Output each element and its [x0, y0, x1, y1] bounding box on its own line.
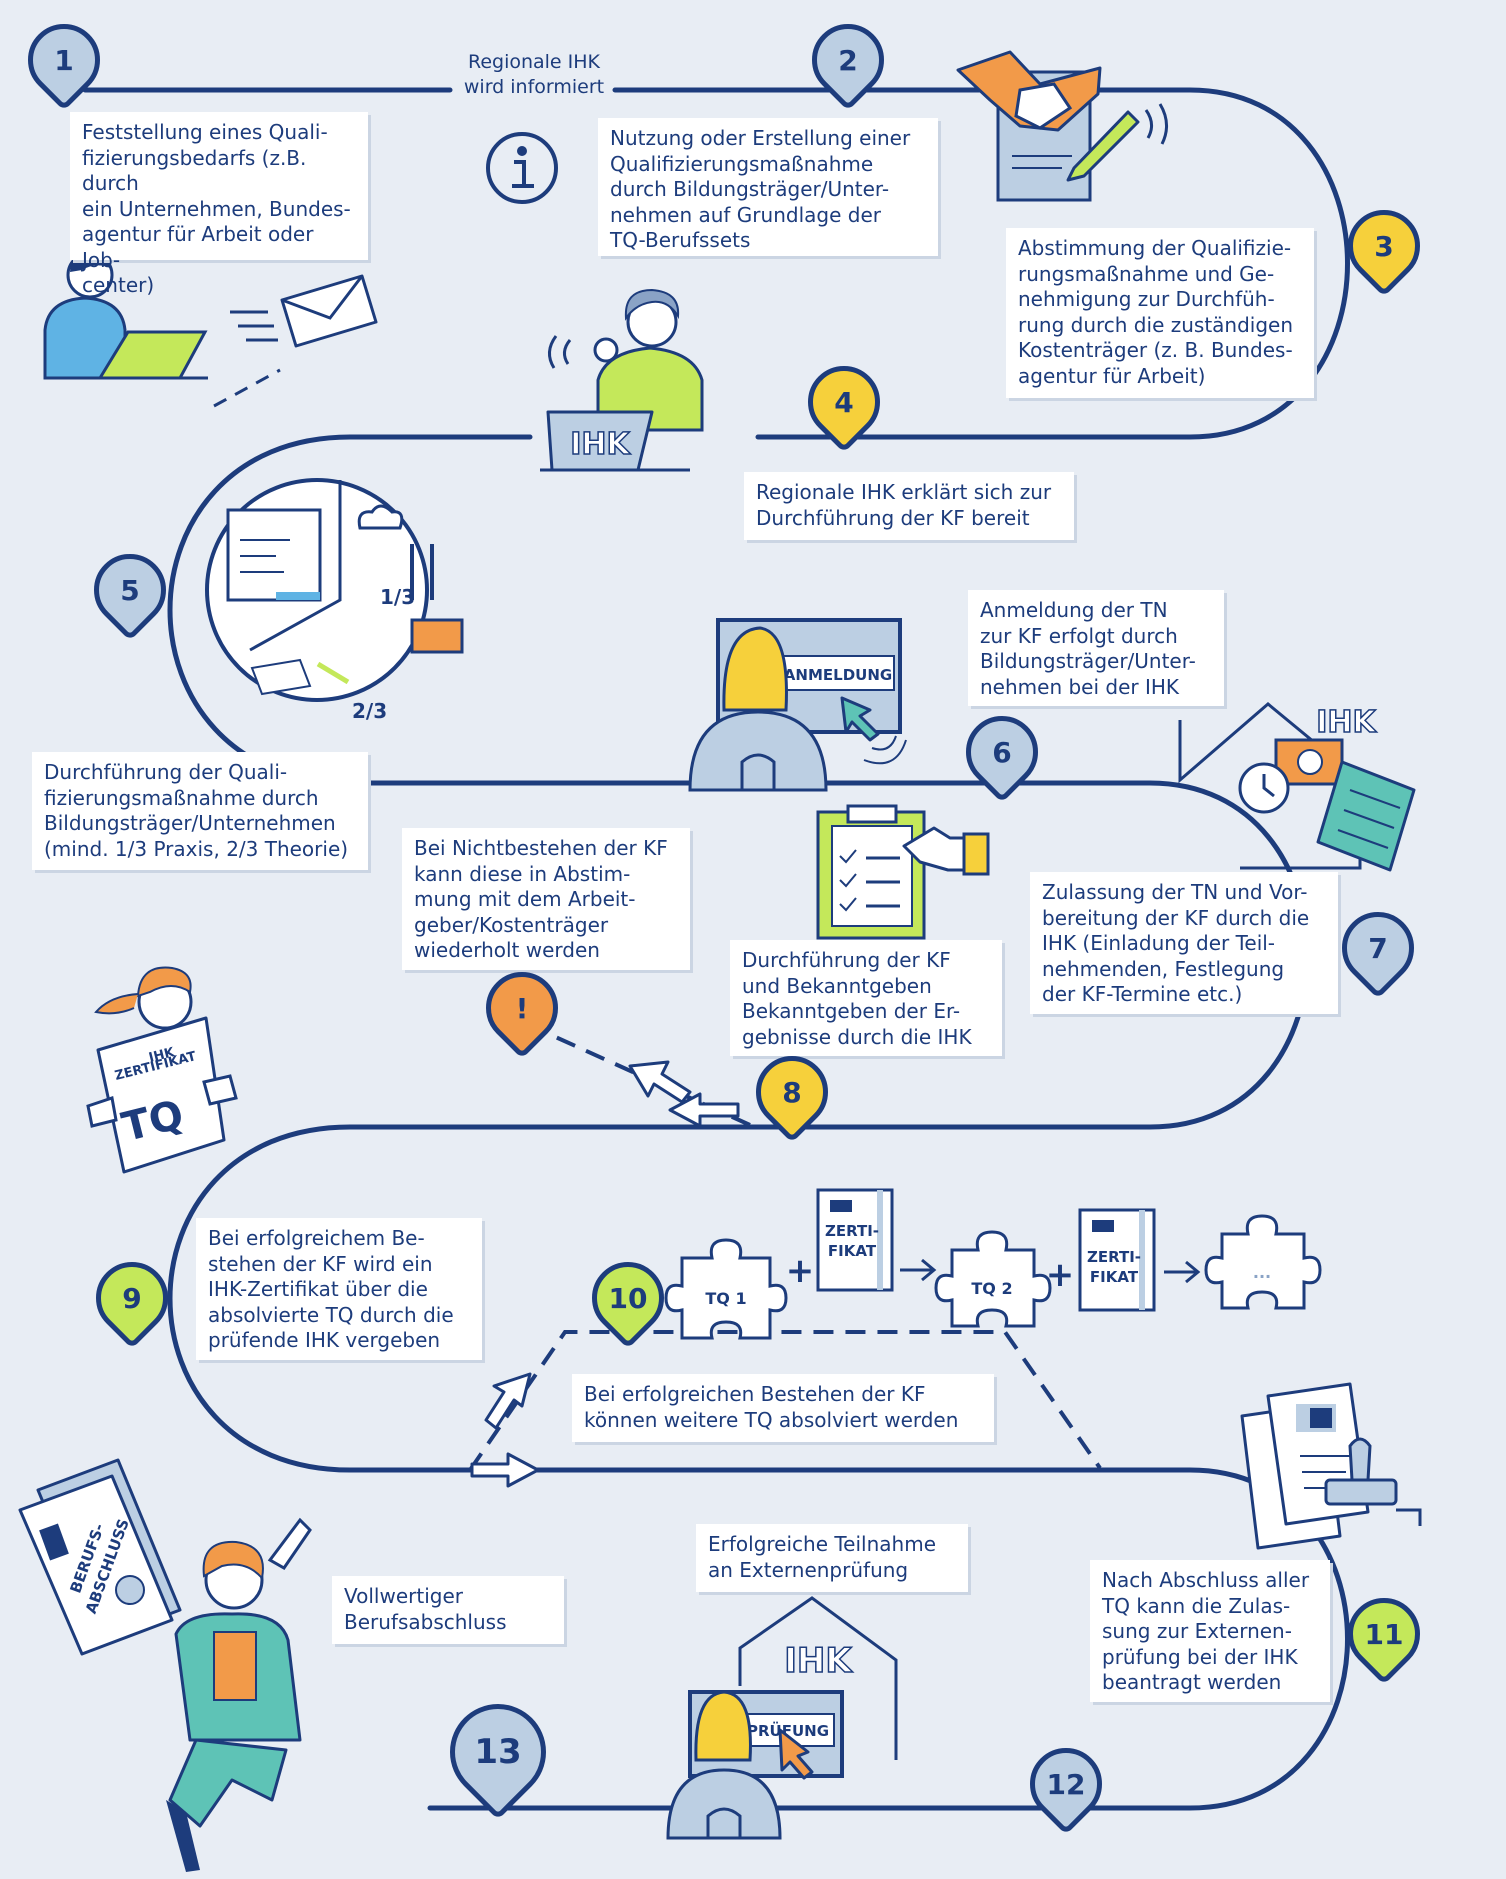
process-path: [82, 87, 1350, 1811]
woman-certificate-icon: IHK ZERTIFIKAT TQ: [86, 966, 238, 1174]
registration-screen-icon: ANMELDUNG: [688, 618, 907, 792]
retry-arrow-icon: [628, 1060, 692, 1104]
graduate-icon: BERUFS- ABSCHLUSS: [18, 1458, 312, 1872]
step-11-text: Nach Abschluss aller TQ kann die Zulas- …: [1090, 1560, 1330, 1702]
info-icon: [486, 132, 558, 204]
ellipsis-label: ...: [1253, 1263, 1271, 1282]
step-5-text: Durchführung der Quali- fizierungsmaßnah…: [32, 752, 368, 870]
ihk-label: IHK: [784, 1641, 853, 1681]
plus-icon: +: [1046, 1255, 1075, 1295]
classroom-icon: 1/3 2/3: [205, 478, 464, 723]
person-laptop-icon: [43, 249, 208, 380]
ihk-label: IHK: [570, 427, 631, 462]
up-arrow-icon: [484, 1372, 532, 1430]
handshake-contract-icon: [956, 50, 1168, 202]
chevron-arrow-icon: [1164, 1260, 1201, 1284]
zerti-label-2: FIKAT: [1090, 1268, 1139, 1286]
puzzle-piece-icon: [934, 1230, 1052, 1328]
step-3-text: Abstimmung der Qualifizie- rungsmaßnahme…: [1006, 228, 1314, 398]
step-2-text: Nutzung oder Erstellung einer Qualifizie…: [598, 118, 938, 256]
forward-arrow-icon: [470, 1452, 540, 1488]
ihk-label: IHK: [1316, 705, 1377, 740]
puzzle-piece-icon: [664, 1238, 788, 1340]
one-third-label: 1/3: [380, 585, 415, 609]
zerti-label-1: ZERTI-: [825, 1222, 879, 1240]
tq-chain-icon: TQ 1 + ZERTI- FIKAT TQ 2 + ZERTI- FIKAT …: [664, 1188, 1322, 1340]
tq2-label: TQ 2: [971, 1279, 1012, 1298]
clipboard-checklist-icon: [816, 804, 990, 940]
ihk-building-calendar-icon: IHK: [1178, 702, 1416, 872]
step-4-text: Regionale IHK erklärt sich zur Durchführ…: [744, 472, 1074, 540]
step-1-text: Feststellung eines Quali- fizierungsbeda…: [70, 112, 368, 297]
tq1-label: TQ 1: [705, 1289, 746, 1308]
certificate-title-1: IHK: [147, 1045, 177, 1066]
step-6-text: Anmeldung der TN zur KF erfolgt durch Bi…: [968, 590, 1224, 706]
documents-stamp-icon: [1240, 1382, 1422, 1550]
exam-building-icon: IHK PRÜFUNG: [666, 1596, 898, 1840]
step-13-text: Vollwertiger Berufsabschluss: [332, 1576, 564, 1644]
zerti-label-2: FIKAT: [828, 1242, 877, 1260]
step-7-text: Zulassung der TN und Vor- bereitung der …: [1030, 872, 1338, 1014]
step-10-text: Bei erfolgreichen Bestehen der KF können…: [572, 1374, 994, 1442]
arrow-icon: [470, 1060, 740, 1488]
ihk-clerk-icon: IHK: [540, 288, 704, 472]
step-9-text: Bei erfolgreichem Be- stehen der KF wird…: [196, 1218, 482, 1360]
pruefung-label: PRÜFUNG: [747, 1721, 829, 1740]
step-12-text: Erfolgreiche Teilnahme an Externenprüfun…: [696, 1524, 968, 1592]
envelope-icon: [213, 274, 378, 408]
step-8-text: Durchführung der KF und Bekanntgeben Bek…: [730, 940, 1002, 1056]
puzzle-piece-icon: [1204, 1214, 1322, 1310]
two-thirds-label: 2/3: [352, 699, 387, 723]
zerti-label-1: ZERTI-: [1087, 1248, 1141, 1266]
chevron-arrow-icon: [900, 1258, 937, 1282]
back-arrow-icon: [668, 1092, 740, 1128]
plus-icon: +: [786, 1251, 815, 1291]
anmeldung-label: ANMELDUNG: [784, 666, 892, 684]
fail-note-text: Bei Nichtbestehen der KF kann diese in A…: [402, 828, 690, 970]
regional-info-note: Regionale IHK wird informiert: [463, 51, 605, 98]
